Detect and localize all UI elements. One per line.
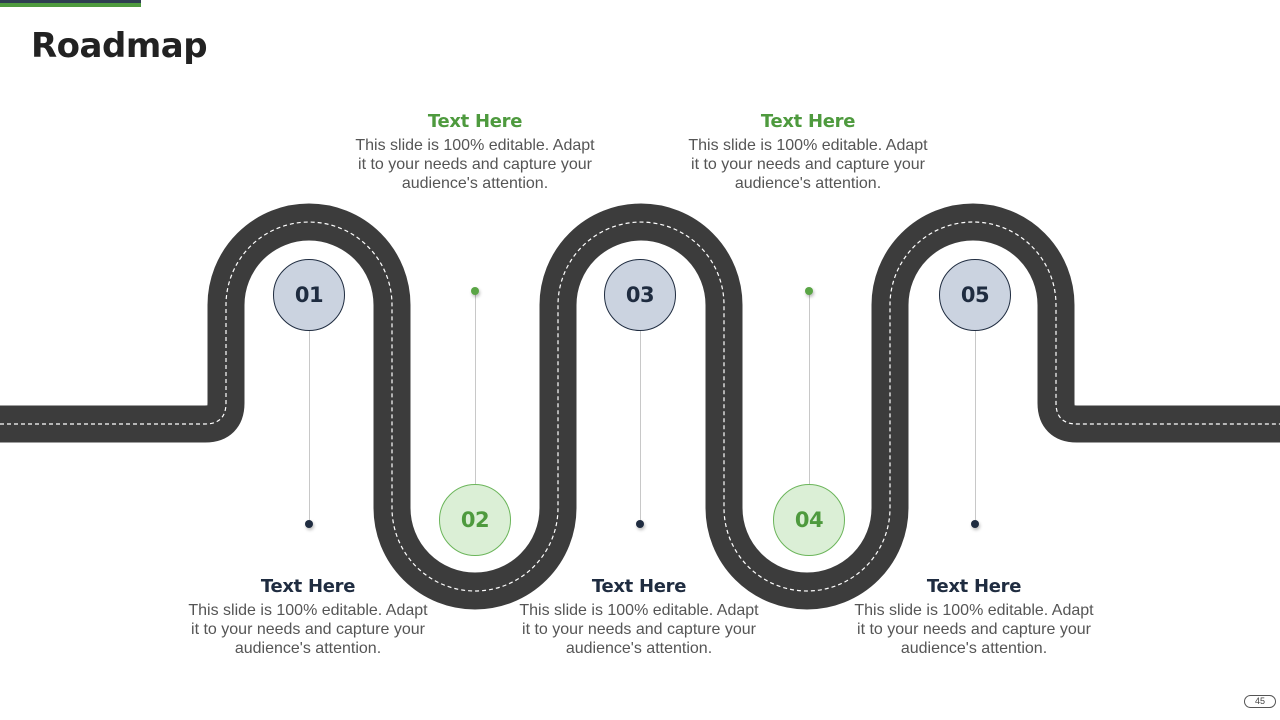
step-circle-01: 01 [273, 259, 345, 331]
step-text-block-05: Text Here This slide is 100% editable. A… [844, 576, 1104, 658]
road-center-dashes [0, 221, 1280, 592]
step-description: This slide is 100% editable. Adapt it to… [519, 602, 759, 657]
top-accent-bar-green [0, 3, 141, 7]
connector-dot-02 [471, 287, 479, 295]
step-circle-04: 04 [773, 484, 845, 556]
step-description: This slide is 100% editable. Adapt it to… [854, 602, 1094, 657]
step-title: Text Here [591, 576, 687, 597]
step-description: This slide is 100% editable. Adapt it to… [688, 137, 928, 192]
connector-dot-03 [636, 520, 644, 528]
connector-line-05 [975, 331, 976, 524]
step-title: Text Here [760, 111, 856, 132]
step-text-block-03: Text Here This slide is 100% editable. A… [509, 576, 769, 658]
step-number: 05 [960, 283, 990, 307]
step-circle-02: 02 [439, 484, 511, 556]
connector-dot-04 [805, 287, 813, 295]
connector-line-03 [640, 331, 641, 524]
connector-line-04 [809, 291, 810, 487]
step-title: Text Here [926, 576, 1022, 597]
connector-line-01 [309, 331, 310, 524]
step-description: This slide is 100% editable. Adapt it to… [355, 137, 595, 192]
connector-line-02 [475, 291, 476, 484]
step-number: 04 [794, 508, 824, 532]
slide-title: Roadmap [31, 26, 208, 66]
connector-dot-01 [305, 520, 313, 528]
step-title: Text Here [427, 111, 523, 132]
step-description: This slide is 100% editable. Adapt it to… [188, 602, 428, 657]
step-number: 01 [294, 283, 324, 307]
page-number: 45 [1244, 695, 1276, 708]
connector-dot-05 [971, 520, 979, 528]
step-number: 02 [460, 508, 490, 532]
step-text-block-01: Text Here This slide is 100% editable. A… [178, 576, 438, 658]
step-text-block-02: Text Here This slide is 100% editable. A… [345, 111, 605, 193]
step-circle-05: 05 [939, 259, 1011, 331]
top-accent-bar-dark [0, 0, 141, 3]
step-number: 03 [625, 283, 655, 307]
step-text-block-04: Text Here This slide is 100% editable. A… [678, 111, 938, 193]
step-circle-03: 03 [604, 259, 676, 331]
step-title: Text Here [260, 576, 356, 597]
